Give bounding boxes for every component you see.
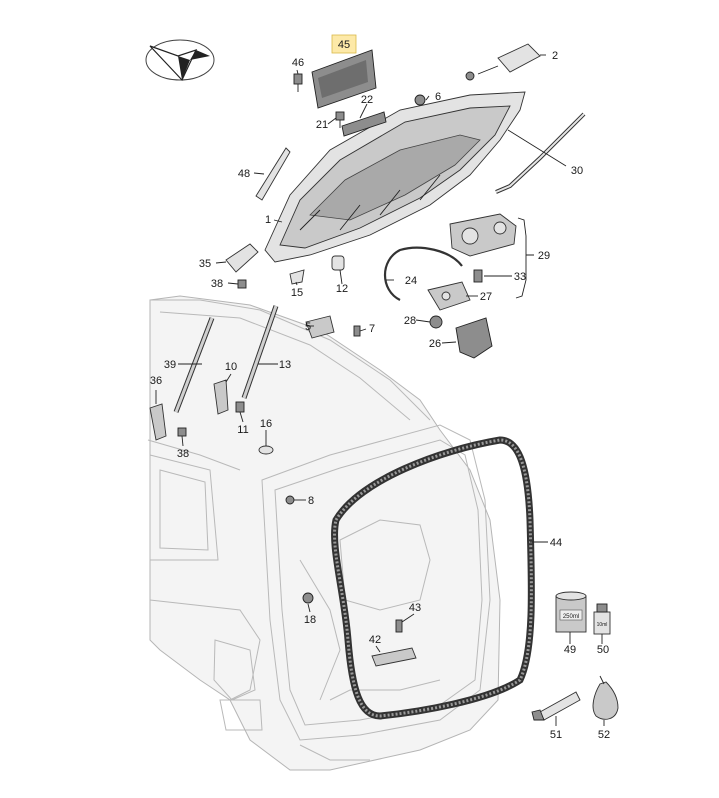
part-44-seal <box>331 436 535 720</box>
tailgate-panel <box>264 91 526 263</box>
part-22-strip <box>341 111 387 137</box>
part-18-cap <box>302 592 314 604</box>
part-28-nut <box>429 315 443 329</box>
part-16-plug <box>258 445 274 455</box>
part-10-bracket <box>213 379 229 415</box>
part-11-bolt <box>235 401 245 413</box>
part-2-handle <box>465 43 541 81</box>
callout-5[interactable]: 5 <box>305 321 311 333</box>
callout-39[interactable]: 39 <box>164 359 176 371</box>
callout-33[interactable]: 33 <box>514 271 526 283</box>
callout-28[interactable]: 28 <box>404 315 416 327</box>
grease-volume-label: 250ml <box>563 614 579 620</box>
callout-16[interactable]: 16 <box>260 418 272 430</box>
part-51-tube <box>531 691 581 721</box>
callout-13[interactable]: 13 <box>279 359 291 371</box>
part-42-striker <box>371 647 417 667</box>
part-43-screw <box>395 619 403 633</box>
callout-11[interactable]: 11 <box>237 424 248 436</box>
part-48-strip <box>255 147 291 201</box>
part-12-bumper <box>331 255 345 271</box>
part-35-hinge <box>225 243 259 273</box>
part-38-bolt-lower <box>177 427 187 437</box>
callout-43[interactable]: 43 <box>409 602 421 614</box>
callout-15[interactable]: 15 <box>291 287 303 299</box>
callout-8[interactable]: 8 <box>308 495 314 507</box>
callout-1[interactable]: 1 <box>265 214 271 226</box>
small-bottle-volume-label: 10ml <box>597 622 608 628</box>
part-46-screw <box>293 73 303 92</box>
part-8-clip <box>285 495 295 505</box>
vehicle-body-outline <box>147 295 501 771</box>
callout-7[interactable]: 7 <box>369 323 375 335</box>
callout-51[interactable]: 51 <box>550 729 562 741</box>
callout-45[interactable]: 45 <box>338 39 350 51</box>
part-29-motor <box>449 213 517 257</box>
callout-labels: 45 46 2 22 6 21 48 30 1 29 35 24 33 38 1… <box>150 34 610 741</box>
orientation-arrow-icon <box>145 39 215 82</box>
part-15-buffer <box>289 269 305 285</box>
callout-52[interactable]: 52 <box>598 729 610 741</box>
callout-12[interactable]: 12 <box>336 283 348 295</box>
part-30-rod <box>495 112 586 194</box>
callout-26[interactable]: 26 <box>429 338 441 350</box>
callout-50[interactable]: 50 <box>597 644 609 656</box>
callout-48[interactable]: 48 <box>238 168 250 180</box>
part-21-screw <box>335 111 345 128</box>
part-13-strut <box>241 305 279 399</box>
callout-46[interactable]: 46 <box>292 57 304 69</box>
part-50-small-bottle: 10ml <box>593 603 611 635</box>
callout-44[interactable]: 44 <box>550 537 562 549</box>
part-27-latch <box>427 281 471 311</box>
callout-21[interactable]: 21 <box>316 119 328 131</box>
callout-49[interactable]: 49 <box>564 644 576 656</box>
callout-38-lower[interactable]: 38 <box>177 448 189 460</box>
callout-10[interactable]: 10 <box>225 361 237 373</box>
part-49-grease-can: 250ml <box>555 591 587 633</box>
callout-27[interactable]: 27 <box>480 291 492 303</box>
callout-29[interactable]: 29 <box>538 250 550 262</box>
callout-45-highlight <box>331 34 357 54</box>
part-7-screw <box>353 325 361 337</box>
part-36-bracket <box>149 403 167 441</box>
leader-lines <box>155 54 605 726</box>
callout-42[interactable]: 42 <box>369 634 381 646</box>
callout-6[interactable]: 6 <box>435 91 441 103</box>
callout-18[interactable]: 18 <box>304 614 316 626</box>
callout-24[interactable]: 24 <box>405 275 417 287</box>
part-39-strut <box>173 317 215 413</box>
part-45-cover <box>311 49 377 109</box>
callout-2[interactable]: 2 <box>552 50 558 62</box>
part-33-bolt <box>473 269 483 283</box>
part-5-striker <box>305 315 335 339</box>
callout-30[interactable]: 30 <box>571 165 583 177</box>
part-24-cable <box>384 246 463 301</box>
callout-38-upper[interactable]: 38 <box>211 278 223 290</box>
callout-36[interactable]: 36 <box>150 375 162 387</box>
part-26-cover <box>455 317 493 359</box>
part-38-bolt-upper <box>237 279 247 289</box>
callout-22[interactable]: 22 <box>361 94 373 106</box>
part-6-clip <box>414 94 426 106</box>
part-52-bag <box>592 675 619 720</box>
callout-35[interactable]: 35 <box>199 258 211 270</box>
